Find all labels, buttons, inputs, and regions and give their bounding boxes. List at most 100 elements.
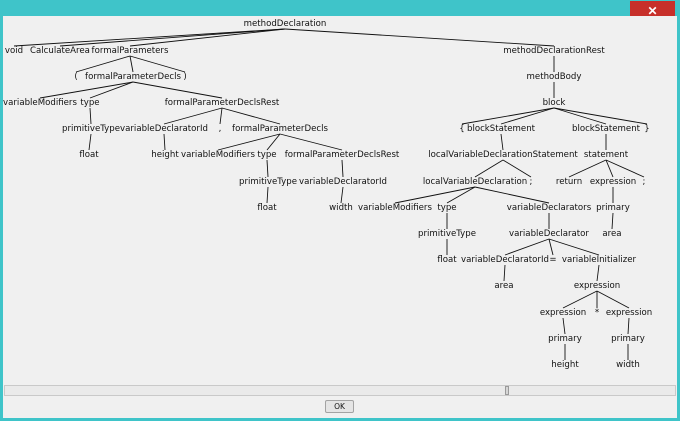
- tree-node-close-paren: ): [183, 72, 186, 82]
- tree-edge: [446, 186, 476, 204]
- scrollbar-thumb[interactable]: [505, 386, 509, 395]
- tree-edge: [129, 55, 186, 73]
- tree-edge: [474, 159, 504, 178]
- tree-node-area: area: [494, 281, 513, 291]
- tree-node-float: float: [437, 255, 457, 265]
- tree-edge: [266, 159, 269, 178]
- tree-edge: [596, 290, 630, 309]
- tree-node-asterisk: *: [595, 308, 600, 318]
- tree-node-float: float: [257, 203, 277, 213]
- tree-edge: [605, 159, 645, 178]
- tree-node-primitive-type: primitiveType: [62, 124, 120, 134]
- tree-edge: [163, 107, 223, 125]
- tree-edge: [500, 107, 555, 125]
- tree-node-variable-modifiers: variableModifiers: [3, 98, 77, 108]
- tree-node-expression: expression: [590, 177, 636, 187]
- tree-edge: [219, 107, 223, 125]
- tree-edge: [217, 133, 281, 151]
- tree-node-local-variable-declaration-statement: localVariableDeclarationStatement: [428, 150, 578, 160]
- tree-node-equals: =: [549, 255, 556, 265]
- tree-node-formal-parameter-decls-rest: formalParameterDeclsRest: [285, 150, 400, 160]
- tree-node-variable-modifiers: variableModifiers: [181, 150, 255, 160]
- tree-node-open-paren: (: [74, 72, 77, 82]
- tree-node-formal-parameter-decls: formalParameterDecls: [232, 124, 328, 134]
- tree-node-primary: primary: [611, 334, 645, 344]
- tree-edge: [611, 212, 614, 230]
- tree-edge: [553, 107, 648, 125]
- tree-edge: [504, 238, 550, 256]
- tree-node-primitive-type: primitiveType: [239, 177, 297, 187]
- tree-node-height: height: [151, 150, 179, 160]
- tree-node-return: return: [556, 177, 582, 187]
- tree-edge: [502, 159, 532, 178]
- tree-edge: [500, 133, 504, 151]
- tree-edge: [266, 133, 281, 151]
- ok-button[interactable]: OK: [325, 400, 354, 413]
- tree-node-primary: primary: [548, 334, 582, 344]
- tree-node-method-declaration: methodDeclaration: [244, 19, 327, 29]
- tree-node-block-statement: blockStatement: [467, 124, 536, 134]
- tree-node-type: type: [437, 203, 456, 213]
- tree-node-primary: primary: [596, 203, 630, 213]
- tree-node-semicolon: ;: [643, 177, 646, 187]
- tree-node-height: height: [551, 360, 579, 370]
- tree-node-variable-declarators: variableDeclarators: [507, 203, 592, 213]
- close-icon: ✕: [647, 3, 658, 18]
- tree-edge: [394, 186, 476, 204]
- tree-node-block-statement: blockStatement: [572, 124, 641, 134]
- tree-edge: [627, 317, 630, 335]
- tree-edge: [461, 107, 555, 125]
- tree-node-expression: expression: [540, 308, 586, 318]
- tree-edge: [132, 81, 223, 99]
- tree-edge: [39, 81, 134, 99]
- tree-edge: [89, 107, 92, 125]
- tree-edge: [13, 28, 286, 47]
- tree-node-type: type: [80, 98, 99, 108]
- tree-node-formal-parameter-decls-rest: formalParameterDeclsRest: [165, 98, 280, 108]
- tree-node-close-brace: }: [644, 124, 649, 134]
- tree-node-comma: ,: [219, 124, 222, 134]
- tree-edge: [163, 133, 166, 151]
- tree-edge: [88, 133, 92, 151]
- tree-edge: [129, 28, 286, 47]
- tree-edge: [75, 55, 131, 73]
- tree-node-semicolon: ;: [530, 177, 533, 187]
- tree-edge: [562, 317, 566, 335]
- tree-node-variable-declarator-id: variableDeclaratorId: [461, 255, 549, 265]
- tree-edge: [221, 107, 281, 125]
- tree-edge: [340, 186, 344, 204]
- tree-node-variable-declarator: variableDeclarator: [509, 229, 589, 239]
- tree-node-block: block: [543, 98, 566, 108]
- tree-node-statement: statement: [584, 150, 629, 160]
- tree-node-type: type: [257, 150, 276, 160]
- tree-edge: [596, 264, 600, 282]
- tree-edge: [503, 264, 506, 282]
- tree-node-variable-modifiers: variableModifiers: [358, 203, 432, 213]
- tree-node-width: width: [329, 203, 353, 213]
- tree-node-float: float: [79, 150, 99, 160]
- tree-node-formal-parameters: formalParameters: [92, 46, 169, 56]
- tree-node-formal-parameter-decls: formalParameterDecls: [85, 72, 181, 82]
- tree-edge: [266, 186, 269, 204]
- close-button[interactable]: ✕: [630, 1, 675, 20]
- tree-edge: [474, 186, 550, 204]
- tree-node-variable-declarator-id: variableDeclaratorId: [299, 177, 387, 187]
- tree-node-local-variable-declaration: localVariableDeclaration: [423, 177, 527, 187]
- tree-edge: [548, 238, 554, 256]
- tree-edge: [553, 107, 607, 125]
- tree-node-expression: expression: [606, 308, 652, 318]
- tree-node-primitive-type: primitiveType: [418, 229, 476, 239]
- tree-node-area: area: [602, 229, 621, 239]
- horizontal-scrollbar[interactable]: [4, 385, 676, 396]
- tree-node-method-declaration-rest: methodDeclarationRest: [503, 46, 605, 56]
- tree-node-variable-initializer: variableInitializer: [562, 255, 637, 265]
- tree-edge: [129, 55, 134, 73]
- tree-edge: [562, 290, 598, 309]
- tree-node-width: width: [616, 360, 640, 370]
- tree-edge: [89, 81, 134, 99]
- tree-node-open-brace: {: [459, 124, 464, 134]
